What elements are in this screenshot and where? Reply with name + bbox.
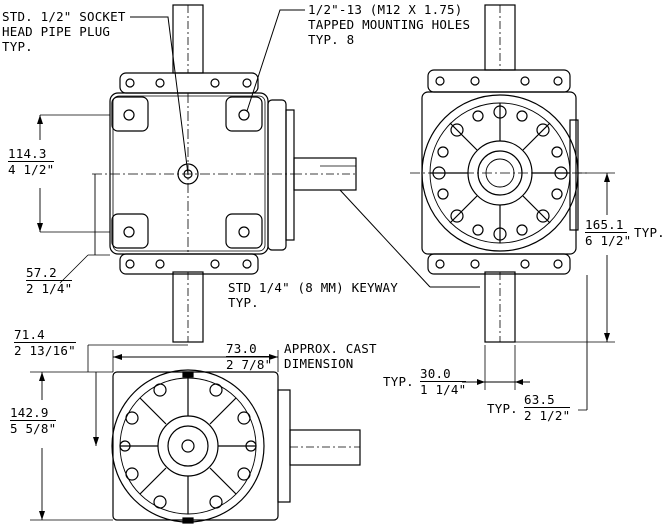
dim-71-mm: 71.4 [14,327,76,343]
tapped-holes-line-3: TYP. 8 [308,32,355,47]
dim-73-mm: 73.0 [226,341,273,357]
dim-114-label: 114.3 4 1/2" [8,146,55,177]
keyway-line-2: TYP. [228,295,259,310]
dim-30-inch: 1 1/4" [420,382,467,397]
pipe-plug-note: STD. 1/2" SOCKET HEAD PIPE PLUG TYP. [2,9,126,54]
front-view [92,4,357,343]
tapped-holes-line-2: TAPPED MOUNTING HOLES [308,17,471,32]
dim-71-inch: 2 13/16" [14,343,76,358]
dim-165-suffix: TYP. [634,225,665,240]
dim-114-inch: 4 1/2" [8,162,55,177]
dim-57-mm: 57.2 [26,265,73,281]
keyway-note: STD 1/4" (8 MM) KEYWAY TYP. [228,280,398,310]
cast-dimension-line-2: DIMENSION [284,356,354,371]
dim-143-label: 142.9 5 5/8" [10,405,57,436]
dim-165-inch: 6 1/2" [585,233,632,248]
dim-143-mm: 142.9 [10,405,57,421]
bottom-view [111,369,361,524]
tapped-holes-note: 1/2"-13 (M12 X 1.75) TAPPED MOUNTING HOL… [308,2,470,47]
dim-165-mm: 165.1 [585,217,627,233]
dim-57-label: 57.2 2 1/4" [26,265,73,296]
dim-30-prefix: TYP. [383,374,414,389]
dim-114-mm: 114.3 [8,146,55,162]
dim-165-label: 165.1 6 1/2" [585,217,631,248]
dim-63-inch: 2 1/2" [524,408,571,423]
keyway-line-1: STD 1/4" (8 MM) KEYWAY [228,280,398,295]
dim-63-prefix: TYP. [487,401,518,416]
dim-57-inch: 2 1/4" [26,281,73,296]
dim-73-inch: 2 7/8" [226,357,273,372]
pipe-plug-line-2: HEAD PIPE PLUG [2,24,111,39]
pipe-plug-line-1: STD. 1/2" SOCKET [2,9,126,24]
side-view [410,4,590,343]
dim-73-label: 73.0 2 7/8" [226,341,273,372]
dim-63-label: 63.5 2 1/2" [524,392,571,423]
dim-143-inch: 5 5/8" [10,421,57,436]
dim-63-mm: 63.5 [524,392,571,408]
pipe-plug-line-3: TYP. [2,39,33,54]
dim-30-label: 30.0 1 1/4" [420,366,467,397]
dim-71-label: 71.4 2 13/16" [14,327,76,358]
tapped-holes-line-1: 1/2"-13 (M12 X 1.75) [308,2,463,17]
cast-dimension-note: APPROX. CAST DIMENSION [284,341,377,371]
cast-dimension-line-1: APPROX. CAST [284,341,377,356]
dim-30-mm: 30.0 [420,366,467,382]
